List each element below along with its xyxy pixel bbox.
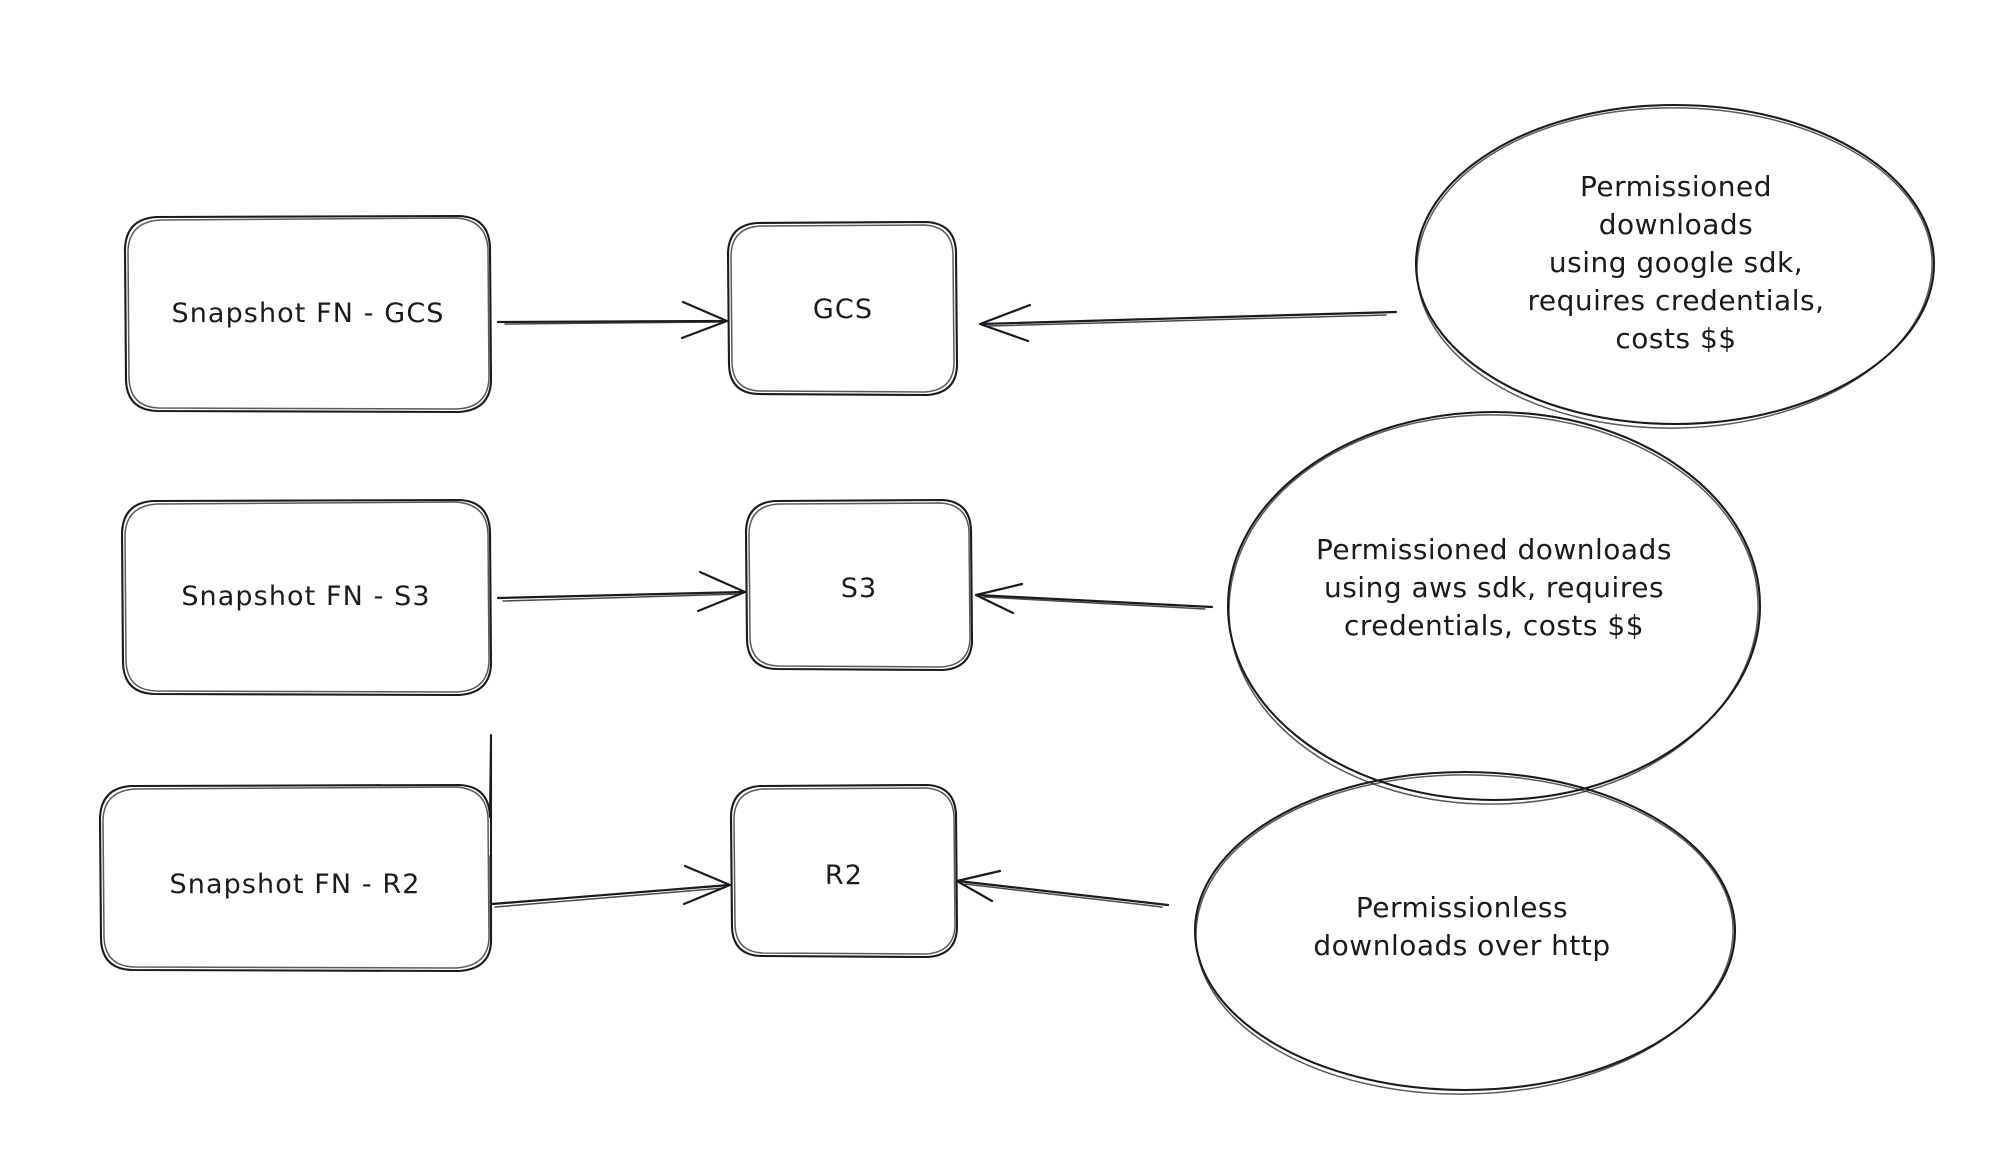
ellipse-note-r2[interactable] xyxy=(1193,770,1737,1095)
edge-note-r2-to-r2 xyxy=(955,869,1170,908)
edge-note-s3-to-s3 xyxy=(974,582,1214,615)
edge-snapshot-fn-s3-to-s3 xyxy=(496,570,747,613)
edge-note-gcs-to-gcs xyxy=(978,303,1398,343)
ellipse-note-gcs[interactable] xyxy=(1414,103,1936,429)
edge-snapshot-fn-r2-to-r2 xyxy=(490,864,732,908)
node-snapshot-fn-r2[interactable] xyxy=(98,733,493,973)
edge-snapshot-fn-gcs-to-gcs xyxy=(496,300,729,340)
node-snapshot-fn-gcs[interactable] xyxy=(123,214,493,414)
node-r2[interactable] xyxy=(729,783,959,959)
ellipse-note-s3[interactable] xyxy=(1226,410,1762,805)
node-s3[interactable] xyxy=(744,498,974,672)
node-snapshot-fn-s3[interactable] xyxy=(120,498,493,697)
node-gcs[interactable] xyxy=(726,220,959,397)
